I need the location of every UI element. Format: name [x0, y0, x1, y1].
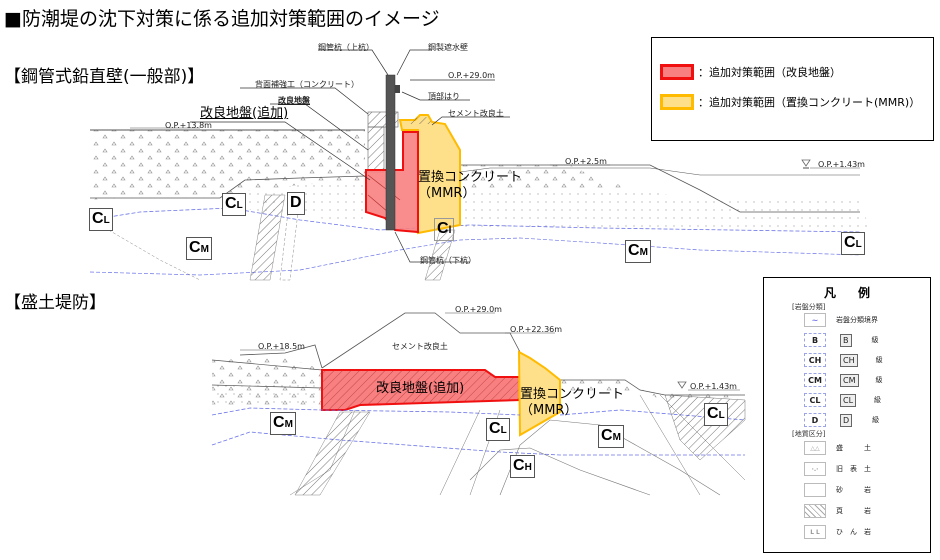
callout-op-water-2: O.P.+1.43m [690, 382, 737, 391]
improved-ground-label-2: 改良地盤(追加) [376, 381, 465, 396]
rock-class-label: CL [841, 232, 865, 255]
mmr-label-2-1: 置換コンクリート [520, 387, 625, 402]
callout-op-top-2: O.P.+29.0m [455, 305, 502, 314]
embankment-outline [321, 312, 521, 369]
callout-op-mid: O.P.+2.5m [565, 157, 607, 166]
legend-label: ：追加対策範囲（改良地盤） [698, 66, 841, 79]
key-row-geology: ᒪ ᒪ ひ ん 岩 [804, 524, 871, 540]
rock-class-label: CM [625, 240, 651, 263]
callout-cement-soil: セメント改良土 [448, 109, 504, 118]
countermeasure-legend: ：追加対策範囲（改良地盤） ：追加対策範囲（置換コンクリート(MMR)） [651, 37, 934, 141]
callout-back-reinforcement: 背面補強工（コンクリート） [255, 80, 359, 89]
callout-lower-pile: 鋼管杭（下杭） [420, 256, 476, 265]
section1-heading: 【鋼管式鉛直壁(一般部)】 [4, 67, 205, 87]
callout-op-right-2: O.P.+22.36m [510, 325, 563, 334]
key-row-boundary: ~ 岩盤分類境界 [804, 312, 878, 328]
mmr-label-2-2: （MMR） [520, 403, 578, 418]
callout-improved-ground: 改良地盤 [278, 96, 310, 105]
section2-heading: 【盛土堤防】 [4, 293, 106, 313]
yellow-swatch [660, 94, 694, 110]
rock-class-label: Cl [434, 218, 455, 241]
rock-class-label: CL [89, 208, 113, 231]
mmr-label-2: （MMR） [418, 186, 476, 201]
steel-pipe-pile [385, 74, 396, 231]
callout-op-top: O.P.+29.0m [448, 71, 495, 80]
key-row-geology: △△ 盛 土 [804, 440, 871, 456]
red-swatch [660, 64, 694, 80]
rock-class-label: CM [270, 412, 296, 435]
key-row-rock-class: CH CH 級 [804, 352, 883, 368]
key-row-geology: 頁 岩 [804, 503, 871, 519]
mmr-region-section1 [398, 114, 461, 235]
callout-op-left-2: O.P.+18.5m [258, 342, 305, 351]
fill-soil-pattern-icon: △△ [804, 441, 826, 455]
rock-class-label: CL [222, 193, 246, 216]
rock-class-heading: [岩盤分類] [792, 303, 826, 311]
mmr-label-1: 置換コンクリート [418, 170, 523, 185]
geology-key: 凡例 [岩盤分類] ~ 岩盤分類境界 B B 級 CH CH 級 CM CM 級… [763, 277, 931, 553]
boundary-line-icon: ~ [804, 313, 826, 327]
callout-steel-wall: 鋼製遮水壁 [428, 43, 468, 52]
key-title: 凡例 [823, 286, 892, 300]
legend-label: ：追加対策範囲（置換コンクリート(MMR)） [698, 96, 921, 109]
rock-class-label: CL [704, 403, 728, 426]
rock-class-label: D [287, 192, 305, 215]
rock-class-label: CH [510, 455, 535, 478]
water-level-icon [801, 159, 811, 167]
mmr-region-section2 [517, 350, 561, 437]
fill-soil-layer [90, 130, 365, 200]
key-row-rock-class: B B 級 [804, 332, 879, 348]
legend-item-improved-ground: ：追加対策範囲（改良地盤） [660, 64, 841, 80]
geology-heading: [地質区分] [792, 430, 826, 438]
callout-improved-ground-added: 改良地盤(追加) [200, 106, 289, 121]
callout-upper-pile: 鋼管杭（上杭） [318, 43, 374, 52]
sandstone-pattern-icon [804, 483, 826, 497]
section2-drawing [211, 312, 746, 496]
rock-class-label: CM [186, 237, 212, 260]
key-row-geology: 砂 岩 [804, 482, 871, 498]
callout-top-beam: 頂部はり [428, 92, 460, 101]
callout-cement-soil-2: セメント改良土 [392, 342, 448, 351]
key-row-rock-class: CL CL 級 [804, 392, 881, 408]
rock-class-label: CM [598, 425, 624, 448]
page-title: ■防潮堤の沈下対策に係る追加対策範囲のイメージ [4, 8, 440, 30]
old-topsoil-pattern-icon: ·.· [804, 462, 826, 476]
section1-drawing [89, 49, 870, 281]
key-row-rock-class: CM CM 級 [804, 372, 883, 388]
key-row-rock-class: D D 級 [804, 412, 879, 428]
callout-op-left: O.P.+13.8m [165, 121, 212, 130]
legend-item-mmr: ：追加対策範囲（置換コンクリート(MMR)） [660, 94, 920, 110]
water-level-icon-2 [677, 381, 687, 389]
rock-class-label: CL [486, 418, 510, 441]
shale-pattern-icon [804, 504, 826, 518]
callout-op-water: O.P.+1.43m [818, 160, 865, 169]
key-row-geology: ·.· 旧 表 土 [804, 461, 871, 477]
porphyrite-pattern-icon: ᒪ ᒪ [804, 525, 826, 539]
